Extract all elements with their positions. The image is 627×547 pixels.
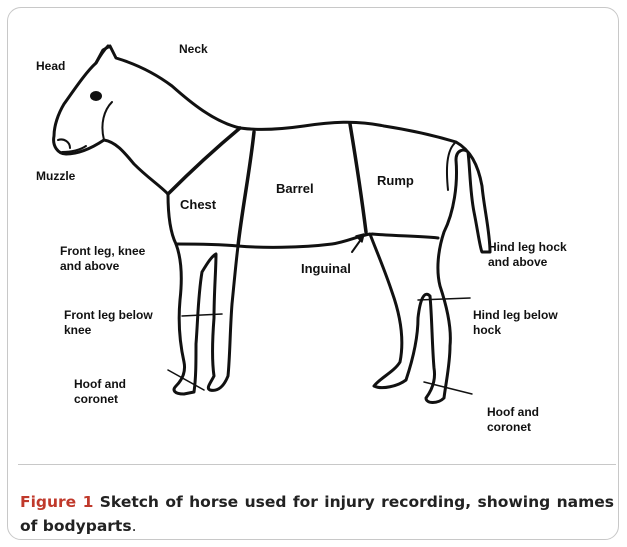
neck-chest-divider <box>168 128 240 194</box>
label-hind-leg-hock-and-above: Hind leg hock and above <box>488 240 567 270</box>
caption-period: . <box>132 517 137 535</box>
label-front-leg-below-knee: Front leg below knee <box>64 308 153 338</box>
chest-barrel-divider <box>238 132 254 246</box>
label-head: Head <box>36 59 65 74</box>
front-knee-marker <box>182 314 222 316</box>
horse-outline <box>54 46 490 403</box>
label-inguinal: Inguinal <box>301 261 351 276</box>
label-hind-hoof-and-coronet: Hoof and coronet <box>487 405 539 435</box>
label-muzzle: Muzzle <box>36 169 75 184</box>
label-barrel: Barrel <box>276 181 314 196</box>
label-neck: Neck <box>179 42 208 57</box>
horse-tail <box>447 142 456 190</box>
chest-leg-divider <box>176 244 238 246</box>
label-chest: Chest <box>180 197 216 212</box>
label-front-hoof-and-coronet: Hoof and coronet <box>74 377 126 407</box>
figure-caption: Figure 1 Sketch of horse used for injury… <box>20 490 614 538</box>
barrel-rump-divider <box>350 124 366 232</box>
label-hind-leg-below-hock: Hind leg below hock <box>473 308 558 338</box>
rump-hind-divider <box>372 234 438 238</box>
hind-hock-marker <box>418 298 470 300</box>
caption-separator <box>18 464 616 465</box>
caption-text: Sketch of horse used for injury recordin… <box>20 493 614 535</box>
horse-eye <box>90 91 102 101</box>
label-front-leg-knee-and-above: Front leg, knee and above <box>60 244 145 274</box>
figure-number: Figure 1 <box>20 493 93 511</box>
label-rump: Rump <box>377 173 414 188</box>
